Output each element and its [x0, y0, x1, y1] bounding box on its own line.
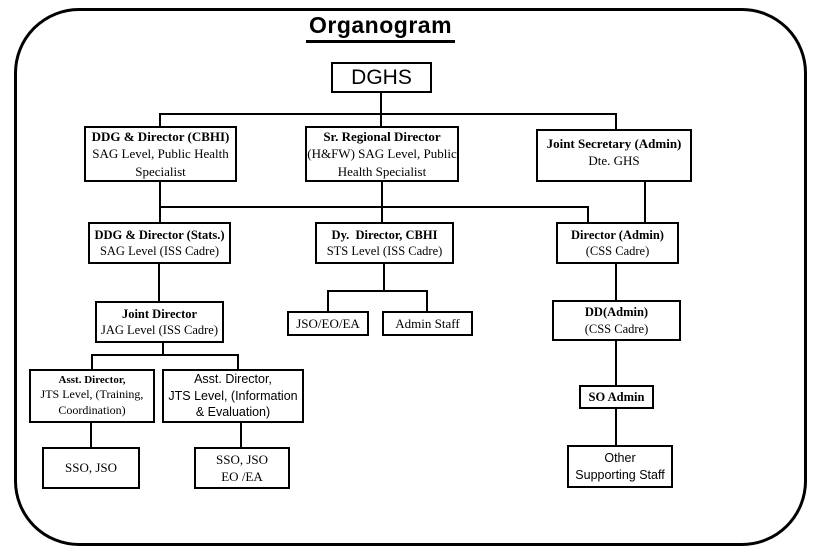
node-line: (CSS Cadre)	[585, 244, 650, 258]
node-admin-staff: Admin Staff	[382, 311, 473, 336]
connector-js-to-director-admin	[644, 181, 646, 222]
connector-level3-bus	[159, 206, 589, 208]
connector-dy-director-drop	[383, 263, 385, 292]
node-line: Health Specialist	[337, 163, 427, 179]
node-line: Dte. GHS	[588, 153, 640, 169]
node-title: SO Admin	[588, 389, 645, 404]
outer-rounded-border	[14, 8, 807, 546]
node-line: EO /EA	[221, 469, 263, 484]
node-other-supporting-staff: Other Supporting Staff	[567, 445, 673, 488]
node-line: JSO/EO/EA	[296, 315, 360, 331]
connector-to-admin-staff	[426, 290, 428, 311]
node-line: JTS Level, (Training,	[40, 387, 144, 402]
connector-so-to-other-staff	[615, 408, 617, 445]
connector-dy-director-bus	[327, 290, 428, 292]
node-line: JAG Level (ISS Cadre)	[101, 323, 218, 337]
node-title: Asst. Director,	[58, 373, 126, 386]
connector-to-ddg-cbhi	[159, 113, 161, 126]
node-jso-eo-ea: JSO/EO/EA	[287, 311, 369, 336]
node-dy-director-cbhi: Dy. Director, CBHI STS Level (ISS Cadre)	[315, 222, 454, 264]
node-line: Supporting Staff	[575, 467, 665, 482]
connector-to-jso-eo-ea	[327, 290, 329, 311]
node-title: DDG & Director (CBHI)	[91, 129, 230, 145]
node-title: DDG & Director (Stats.)	[94, 227, 225, 242]
connector-dd-to-so-admin	[615, 340, 617, 385]
node-title: Dy. Director, CBHI	[331, 227, 438, 242]
connector-to-asst-info	[237, 354, 239, 369]
connector-level2-bus	[160, 113, 617, 115]
node-title: Joint Director	[121, 306, 198, 321]
node-sr-regional-director: Sr. Regional Director (H&FW) SAG Level, …	[305, 126, 459, 182]
connector-director-admin-to-dd	[615, 263, 617, 300]
node-ddg-director-cbhi: DDG & Director (CBHI) SAG Level, Public …	[84, 126, 237, 182]
node-line: Asst. Director,	[194, 372, 272, 387]
node-asst-director-training: Asst. Director, JTS Level, (Training, Co…	[29, 369, 155, 423]
node-line: Admin Staff	[395, 315, 460, 331]
node-asst-director-info: Asst. Director, JTS Level, (Information …	[162, 369, 304, 423]
connector-dghs-drop	[380, 92, 382, 126]
node-line: SSO, JSO	[215, 451, 269, 467]
node-line: (H&FW) SAG Level, Public	[307, 146, 457, 162]
node-joint-secretary-admin: Joint Secretary (Admin) Dte. GHS	[536, 129, 692, 182]
connector-asst-bus	[91, 354, 239, 356]
node-dd-admin: DD(Admin) (CSS Cadre)	[552, 300, 681, 341]
connector-to-joint-secretary	[615, 113, 617, 129]
connector-srd-to-dy-director	[381, 181, 383, 222]
node-ddg-director-stats: DDG & Director (Stats.) SAG Level (ISS C…	[88, 222, 231, 264]
node-line: Specialist	[135, 163, 186, 179]
node-line: SAG Level (ISS Cadre)	[99, 244, 220, 258]
node-title: DD(Admin)	[584, 305, 649, 319]
node-joint-director: Joint Director JAG Level (ISS Cadre)	[95, 301, 224, 343]
node-sso-jso-eo-ea: SSO, JSO EO /EA	[194, 447, 290, 489]
node-title: Director (Admin)	[571, 227, 664, 242]
connector-to-asst-training	[91, 354, 93, 369]
node-line: & Evaluation)	[195, 405, 271, 420]
node-line: SSO, JSO	[64, 460, 118, 476]
connector-stats-to-joint-director	[158, 263, 160, 301]
node-line: (CSS Cadre)	[584, 321, 649, 336]
node-line: SAG Level, Public Health	[92, 146, 229, 162]
node-line: JTS Level, (Information	[168, 388, 298, 403]
node-dghs: DGHS	[331, 62, 432, 93]
connector-joint-director-drop	[162, 342, 164, 356]
node-line: STS Level (ISS Cadre)	[326, 244, 443, 258]
node-title: Sr. Regional Director	[323, 129, 441, 145]
node-title: Joint Secretary (Admin)	[546, 136, 682, 151]
node-so-admin: SO Admin	[579, 385, 654, 409]
connector-info-to-sso	[240, 422, 242, 447]
connector-bus-to-director-admin	[587, 206, 589, 222]
connector-ddg-cbhi-to-stats	[159, 181, 161, 222]
node-line: Coordination)	[58, 403, 126, 418]
node-sso-jso: SSO, JSO	[42, 447, 140, 489]
node-title: DGHS	[351, 65, 412, 89]
page-title: Organogram	[306, 12, 456, 43]
connector-training-to-sso	[90, 422, 92, 447]
node-director-admin: Director (Admin) (CSS Cadre)	[556, 222, 679, 264]
node-line: Other	[604, 451, 636, 465]
